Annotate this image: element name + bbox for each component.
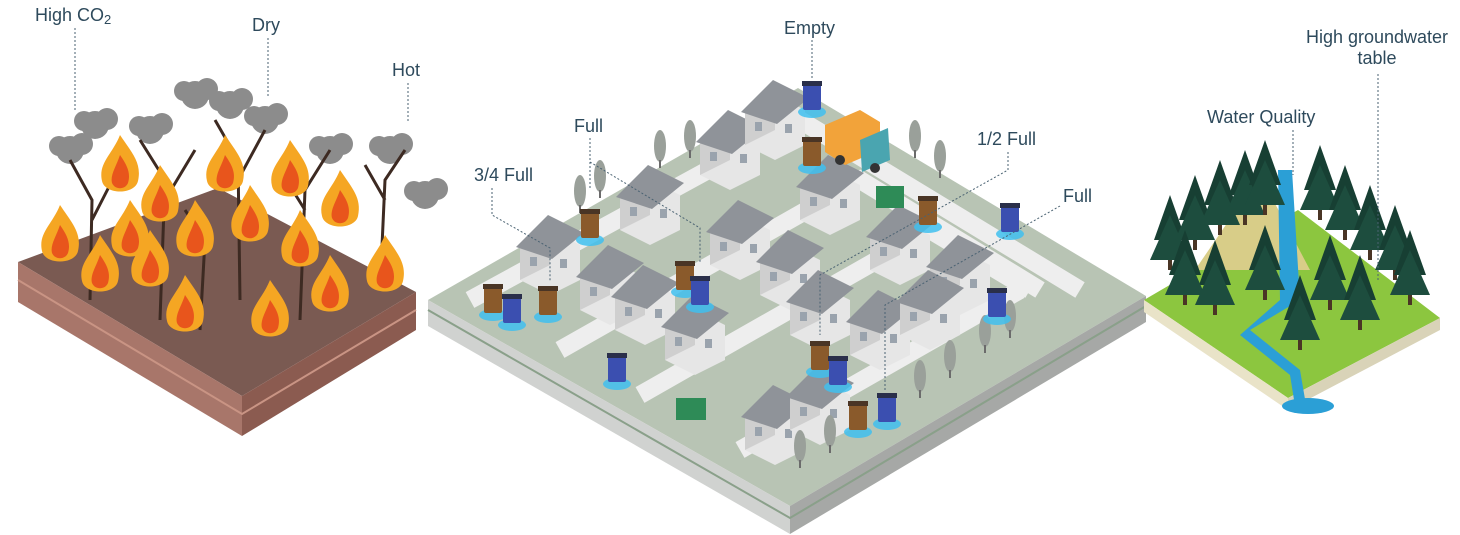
label-three-quarter-full: 3/4 Full [474,165,534,185]
label-water-quality: Water Quality [1207,107,1316,127]
dumpster [876,186,904,208]
forest-ground-left [1144,300,1288,410]
label-high-groundwater-table: High groundwater table [1305,27,1449,68]
forest-panel [1144,74,1440,414]
label-hot: Hot [392,60,421,80]
water-pool [1282,398,1334,414]
city-panel [427,40,1147,534]
city-ground-right [790,296,1146,534]
garbage-truck [825,110,890,173]
river [1240,170,1306,412]
wildfire-panel [17,28,448,436]
label-full-top: Full [574,116,604,136]
city-ground-left [428,300,790,534]
label-full-right: Full [1063,186,1093,206]
label-dry: Dry [252,15,280,35]
dumpster [676,398,706,420]
label-half-full: 1/2 Full [977,129,1037,149]
wildfire-ground-right [242,292,416,436]
label-high-co2: High CO2 [35,5,112,27]
wildfire-ground-left [18,262,242,436]
label-empty: Empty [784,18,836,38]
forest-ground-right [1288,318,1440,410]
